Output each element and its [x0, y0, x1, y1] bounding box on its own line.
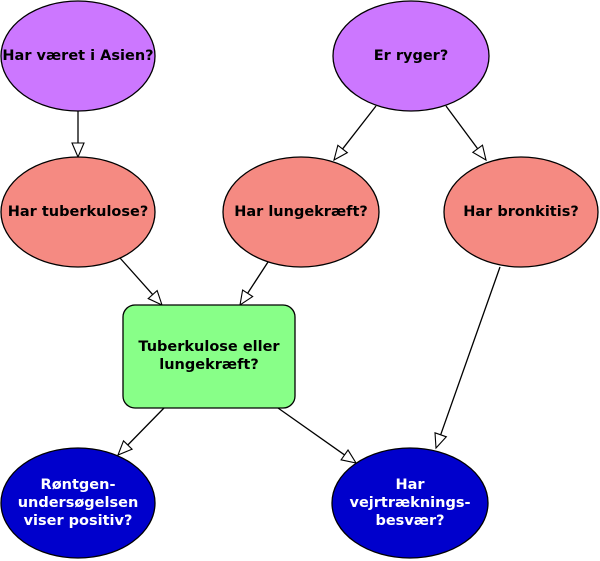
- node-label-line: undersøgelsen: [18, 495, 139, 511]
- node-asia-label: Har været i Asien?: [2, 48, 153, 64]
- edge-arrowhead: [471, 144, 487, 162]
- node-smoker-label: Er ryger?: [374, 48, 448, 64]
- node-tuberculosis-shape: [0, 156, 156, 268]
- edge-smoker-to-lung_cancer: [333, 105, 377, 162]
- node-label-line: viser positiv?: [24, 513, 133, 529]
- node-smoker: Er ryger?: [332, 0, 490, 112]
- node-label-line: Har: [395, 477, 425, 493]
- edge-line: [119, 257, 154, 295]
- edge-asia-to-tuberculosis: [71, 111, 85, 159]
- node-label-line: Er ryger?: [374, 48, 448, 64]
- node-asia-shape: [0, 0, 156, 112]
- node-tuberculosis: Har tuberkulose?: [0, 156, 156, 268]
- node-label-line: Har bronkitis?: [463, 204, 579, 220]
- node-lung-cancer-shape: [222, 156, 380, 268]
- node-tb-or-cancer-shape: [122, 304, 296, 409]
- node-asia: Har været i Asien?: [0, 0, 156, 112]
- node-label-line: Har tuberkulose?: [8, 204, 149, 220]
- node-tb-or-cancer-label: Tuberkulose eller lungekræft?: [138, 339, 280, 373]
- edge-arrowhead: [434, 432, 448, 450]
- node-smoker-shape: [332, 0, 490, 112]
- edge-line: [127, 407, 165, 446]
- edge-tb_or_cancer-to-xray: [117, 407, 165, 456]
- edge-arrowhead: [340, 449, 358, 464]
- node-bronchitis: Har bronkitis?: [443, 156, 599, 268]
- edge-line: [440, 266, 501, 436]
- edge-arrowhead: [239, 289, 254, 307]
- node-label-line: lungekræft?: [159, 357, 258, 373]
- node-xray-label: Røntgen-undersøgelsen viser positiv?: [18, 477, 139, 529]
- node-xray: Røntgen-undersøgelsen viser positiv?: [0, 447, 156, 559]
- node-dyspnea-shape: [331, 447, 489, 559]
- node-lung-cancer: Har lungekræft?: [222, 156, 380, 268]
- node-lung-cancer-label: Har lungekræft?: [234, 204, 368, 220]
- node-bronchitis-label: Har bronkitis?: [463, 204, 579, 220]
- edge-lung_cancer-to-tb_or_cancer: [239, 261, 269, 307]
- edge-line: [277, 407, 345, 456]
- node-label-line: vejrtræknings-: [350, 495, 471, 511]
- node-dyspnea: Har vejrtræknings-besvær?: [331, 447, 489, 559]
- edge-arrowhead: [117, 439, 134, 456]
- node-label-line: Tuberkulose eller: [138, 339, 280, 355]
- edge-line: [445, 105, 479, 150]
- edge-smoker-to-bronchitis: [445, 105, 487, 162]
- node-label-line: Har lungekræft?: [234, 204, 368, 220]
- edge-arrowhead: [147, 289, 163, 307]
- edges-layer: [71, 105, 501, 464]
- edge-arrowhead: [71, 142, 85, 159]
- edge-arrowhead: [333, 144, 349, 162]
- node-label-line: Har været i Asien?: [2, 48, 153, 64]
- node-dyspnea-label: Har vejrtræknings-besvær?: [350, 477, 471, 529]
- node-xray-shape: [0, 447, 156, 559]
- edge-tuberculosis-to-tb_or_cancer: [119, 257, 163, 307]
- node-label-line: besvær?: [375, 513, 444, 529]
- node-tuberculosis-label: Har tuberkulose?: [8, 204, 149, 220]
- edge-tb_or_cancer-to-dyspnea: [277, 407, 358, 464]
- node-label-line: Røntgen-: [41, 477, 116, 493]
- node-tb-or-cancer: Tuberkulose eller lungekræft?: [122, 304, 296, 409]
- edge-line: [342, 105, 377, 150]
- edge-bronchitis-to-dyspnea: [434, 266, 501, 450]
- edge-line: [247, 261, 269, 294]
- node-bronchitis-shape: [443, 156, 599, 268]
